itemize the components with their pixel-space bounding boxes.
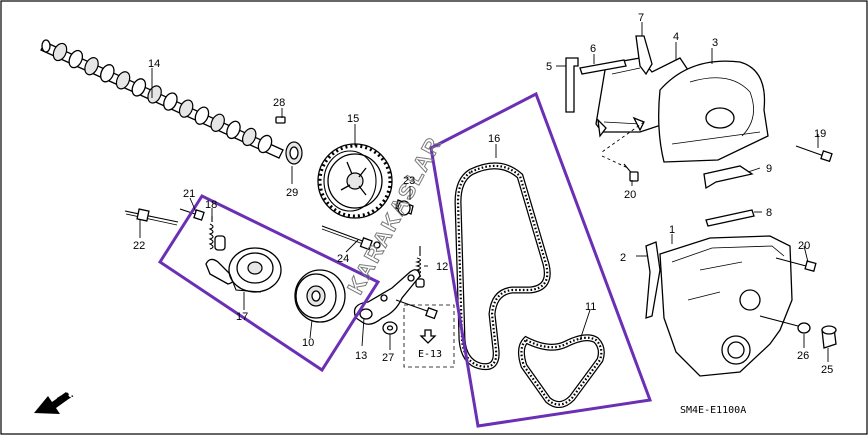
leader-lines: [139, 22, 829, 362]
callout-24: 24: [337, 253, 349, 265]
cam-lobe: [147, 85, 162, 104]
tensioner-bolt-long: [321, 225, 381, 251]
tensioner-bracket: [353, 269, 421, 325]
highlight-tensioner-group: [157, 194, 381, 373]
cam-lobe: [52, 42, 68, 62]
callout-10: 10: [302, 337, 314, 349]
callout-12: 12: [436, 261, 448, 273]
callout-29: 29: [286, 187, 298, 199]
callout-4: 4: [673, 31, 679, 43]
cam-lobe: [115, 71, 131, 90]
adjuster-bolt: [395, 299, 438, 320]
callout-21: 21: [183, 188, 195, 200]
cam-lobe: [241, 127, 257, 147]
cover-seal-9: [703, 165, 754, 190]
bolt-22: [124, 208, 179, 226]
front-direction-arrow: FR.: [34, 389, 75, 414]
cover-seal-8: [705, 209, 755, 227]
cover-seal-7: [635, 35, 653, 76]
cam-lobe: [194, 106, 210, 125]
adjuster-spring: [414, 246, 425, 288]
idler-pulley: [294, 269, 346, 323]
woodruff-key: [275, 116, 286, 124]
timing-belt: [454, 162, 551, 371]
callout-11: 11: [585, 301, 596, 313]
cam-lobe: [257, 134, 273, 154]
callout-17: 17: [236, 311, 248, 323]
callout-26: 26: [797, 350, 809, 362]
pulley-bolt: [395, 199, 414, 216]
camshaft: [40, 39, 284, 159]
cam-lobe: [100, 64, 115, 83]
callout-23: 23: [403, 175, 415, 187]
callout-18: 18: [205, 199, 217, 211]
callout-15: 15: [347, 113, 359, 125]
callout-14: 14: [148, 58, 160, 70]
callout-13: 13: [355, 350, 367, 362]
cover-seal-5: [565, 57, 579, 113]
cover-bolt-19: [795, 145, 833, 163]
camshaft-oil-seal: [285, 141, 303, 165]
reference-label: E-13: [418, 349, 442, 360]
callout-20-upper: 20: [624, 189, 636, 201]
washer-26: [759, 315, 811, 334]
timing-belt-tensioner: [205, 247, 282, 293]
callout-25: 25: [821, 364, 833, 376]
diagram-code: SM4E-E1100A: [680, 405, 746, 416]
cover-bolt-20-lower: [775, 257, 817, 272]
callout-9: 9: [766, 163, 772, 175]
tensioner-spring: [208, 216, 226, 251]
camshaft-pulley: [317, 143, 393, 219]
callout-8: 8: [766, 207, 772, 219]
washer: [382, 321, 398, 335]
arrow-icon: [34, 392, 70, 414]
callout-6: 6: [590, 43, 596, 55]
callout-27: 27: [382, 352, 394, 364]
cam-lobe: [68, 49, 84, 69]
callout-19: 19: [814, 128, 826, 140]
bolt-21: [179, 208, 205, 221]
callout-16: 16: [488, 133, 500, 145]
callout-2: 2: [620, 252, 626, 264]
lower-cover: [659, 235, 793, 377]
reference-box: [403, 304, 455, 368]
cam-lobe: [226, 120, 241, 140]
callouts: 14 28 29 15 23 24 21 22 18 17 10 12 13 2…: [133, 12, 833, 376]
upper-cover: [658, 60, 769, 163]
balancer-belt: [517, 334, 605, 408]
cam-lobe: [210, 113, 225, 132]
callout-7: 7: [638, 12, 644, 24]
callout-3: 3: [712, 37, 718, 49]
callout-28: 28: [273, 97, 285, 109]
cover-bolt-20-upper: [623, 163, 639, 182]
callout-22: 22: [133, 240, 145, 252]
cam-lobe: [178, 99, 194, 118]
direction-label: FR.: [56, 389, 76, 407]
bolt-25: [821, 325, 837, 349]
cover-seal-6: [579, 59, 627, 75]
cover-seal-2: [645, 241, 661, 319]
callout-20-lower: 20: [798, 240, 810, 252]
cam-lobe: [131, 78, 147, 97]
cam-lobe: [163, 92, 178, 111]
callout-5: 5: [546, 61, 552, 73]
cam-lobe: [84, 57, 99, 76]
highlight-belt-group: [429, 91, 653, 428]
callout-1: 1: [669, 224, 675, 236]
down-arrow-icon: [419, 329, 437, 344]
